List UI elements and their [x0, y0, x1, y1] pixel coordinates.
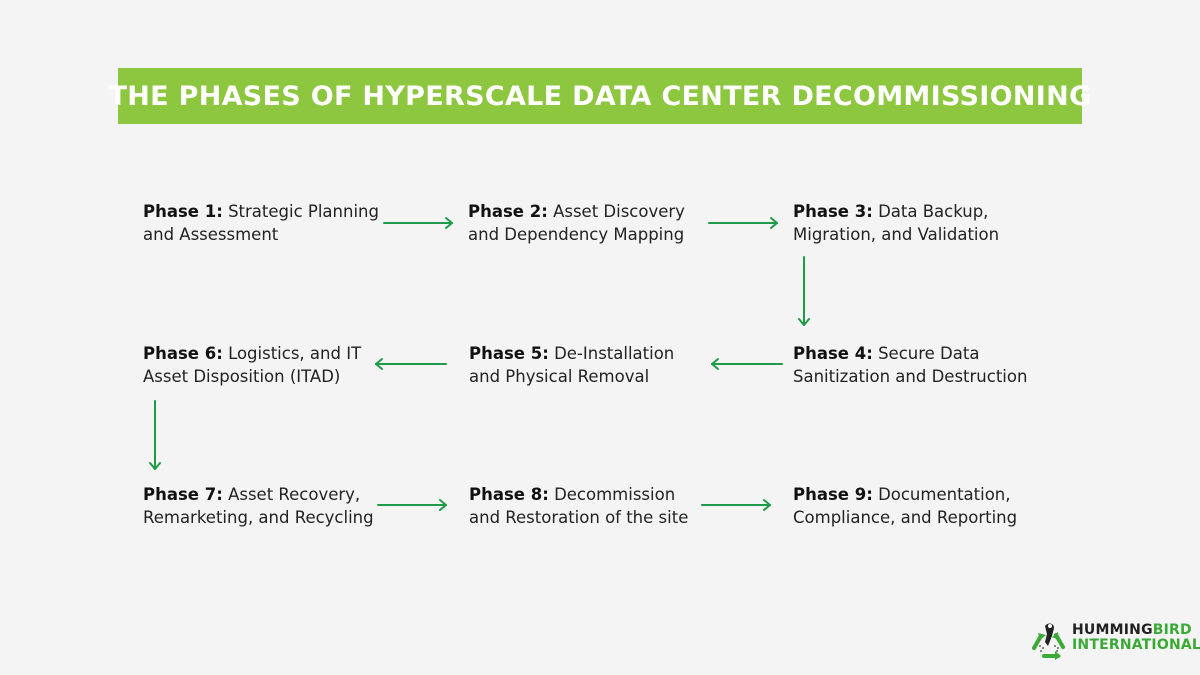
phase-8: Phase 8: Decommission and Restoration of… [469, 483, 688, 529]
arrow-phase2-to-phase3 [708, 217, 778, 229]
arrow-phase1-to-phase2 [383, 217, 453, 229]
title-banner: THE PHASES OF HYPERSCALE DATA CENTER DEC… [109, 68, 1091, 124]
page-title: THE PHASES OF HYPERSCALE DATA CENTER DEC… [108, 80, 1092, 112]
phase-9: Phase 9: Documentation, Compliance, and … [793, 483, 1017, 529]
arrow-phase6-to-phase7 [149, 400, 161, 470]
arrow-phase4-to-phase5 [711, 358, 783, 370]
phase-5-label: Phase 5: [469, 344, 549, 363]
phase-6-text-line1: Logistics, and IT [228, 344, 362, 363]
phase-7-text-line1: Asset Recovery, [228, 485, 361, 504]
company-logo: HUMMINGBIRD INTERNATIONAL [1028, 618, 1200, 660]
logo-text-humming: HUMMING [1072, 622, 1153, 638]
phase-7: Phase 7: Asset Recovery, Remarketing, an… [143, 483, 374, 529]
phase-5-text-line2: and Physical Removal [469, 367, 650, 386]
phase-1-text-line1: Strategic Planning [228, 202, 379, 221]
logo-text-international: INTERNATIONAL [1072, 637, 1200, 653]
phase-9-text-line2: Compliance, and Reporting [793, 508, 1018, 527]
phase-7-label: Phase 7: [143, 485, 223, 504]
phase-4: Phase 4: Secure Data Sanitization and De… [793, 342, 1027, 388]
logo-text-bird: BIRD [1152, 622, 1192, 638]
logo-wordmark: HUMMINGBIRD INTERNATIONAL [1072, 623, 1200, 653]
phase-8-text-line2: and Restoration of the site [469, 508, 689, 527]
phase-4-text-line2: Sanitization and Destruction [793, 367, 1028, 386]
phase-3: Phase 3: Data Backup, Migration, and Val… [793, 200, 999, 246]
arrow-phase3-to-phase4 [798, 256, 810, 326]
phase-2-text-line2: and Dependency Mapping [468, 225, 685, 244]
phase-9-text-line1: Documentation, [878, 485, 1011, 504]
phase-6-text-line2: Asset Disposition (ITAD) [143, 367, 341, 386]
arrow-phase7-to-phase8 [377, 499, 447, 511]
phase-5: Phase 5: De-Installation and Physical Re… [469, 342, 674, 388]
phase-1-label: Phase 1: [143, 202, 223, 221]
phase-8-text-line1: Decommission [554, 485, 676, 504]
phase-5-text-line1: De-Installation [554, 344, 675, 363]
phase-1: Phase 1: Strategic Planning and Assessme… [143, 200, 379, 246]
phase-6-label: Phase 6: [143, 344, 223, 363]
phase-1-text-line2: and Assessment [143, 225, 279, 244]
recycle-bird-icon [1032, 623, 1065, 660]
phase-7-text-line2: Remarketing, and Recycling [143, 508, 374, 527]
phase-2: Phase 2: Asset Discovery and Dependency … [468, 200, 685, 246]
phase-3-label: Phase 3: [793, 202, 873, 221]
phase-3-text-line1: Data Backup, [878, 202, 989, 221]
phase-8-label: Phase 8: [469, 485, 549, 504]
phase-9-label: Phase 9: [793, 485, 873, 504]
phase-4-label: Phase 4: [793, 344, 873, 363]
phase-3-text-line2: Migration, and Validation [793, 225, 1000, 244]
phase-6: Phase 6: Logistics, and IT Asset Disposi… [143, 342, 361, 388]
arrow-phase8-to-phase9 [701, 499, 771, 511]
phase-2-text-line1: Asset Discovery [553, 202, 685, 221]
arrow-phase5-to-phase6 [375, 358, 447, 370]
phase-2-label: Phase 2: [468, 202, 548, 221]
phase-4-text-line1: Secure Data [878, 344, 980, 363]
